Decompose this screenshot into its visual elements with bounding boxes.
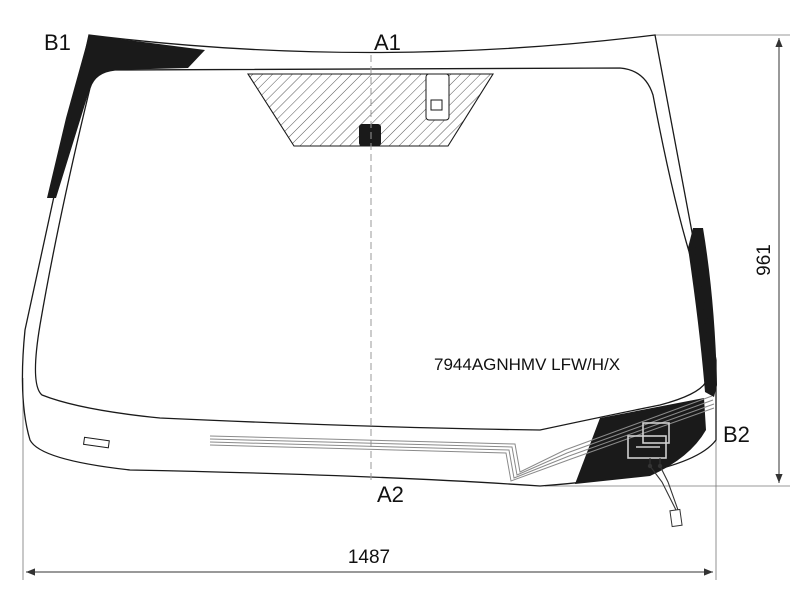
product-code: 7944AGNHMV LFW/H/X [434, 355, 620, 374]
glass-inner-outline [34, 67, 708, 431]
ceramic-band-right [688, 228, 717, 397]
antenna-terminal-dot [647, 463, 653, 469]
ceramic-band-bottom-right [575, 398, 706, 484]
dimension-extension-lines [22, 34, 790, 580]
marker-a1: A1 [374, 30, 401, 55]
ceramic-band-top-left [47, 35, 205, 198]
mirror-mount-block [359, 124, 381, 146]
glass-outer-outline [21, 34, 717, 487]
width-dimension-label: 1487 [348, 547, 390, 568]
antenna-plug [669, 508, 683, 528]
marker-a2: A2 [377, 482, 404, 507]
antenna-terminal-dot [657, 463, 663, 469]
sensor-bracket-cutout [425, 73, 450, 121]
antenna-connector [627, 422, 670, 459]
marker-b1: B1 [44, 30, 71, 55]
antenna-wiring [209, 395, 715, 482]
height-dimension-label: 961 [754, 244, 775, 276]
marker-b2: B2 [723, 422, 750, 447]
marking-slot [82, 436, 110, 449]
rain-sensor-square [430, 99, 443, 111]
